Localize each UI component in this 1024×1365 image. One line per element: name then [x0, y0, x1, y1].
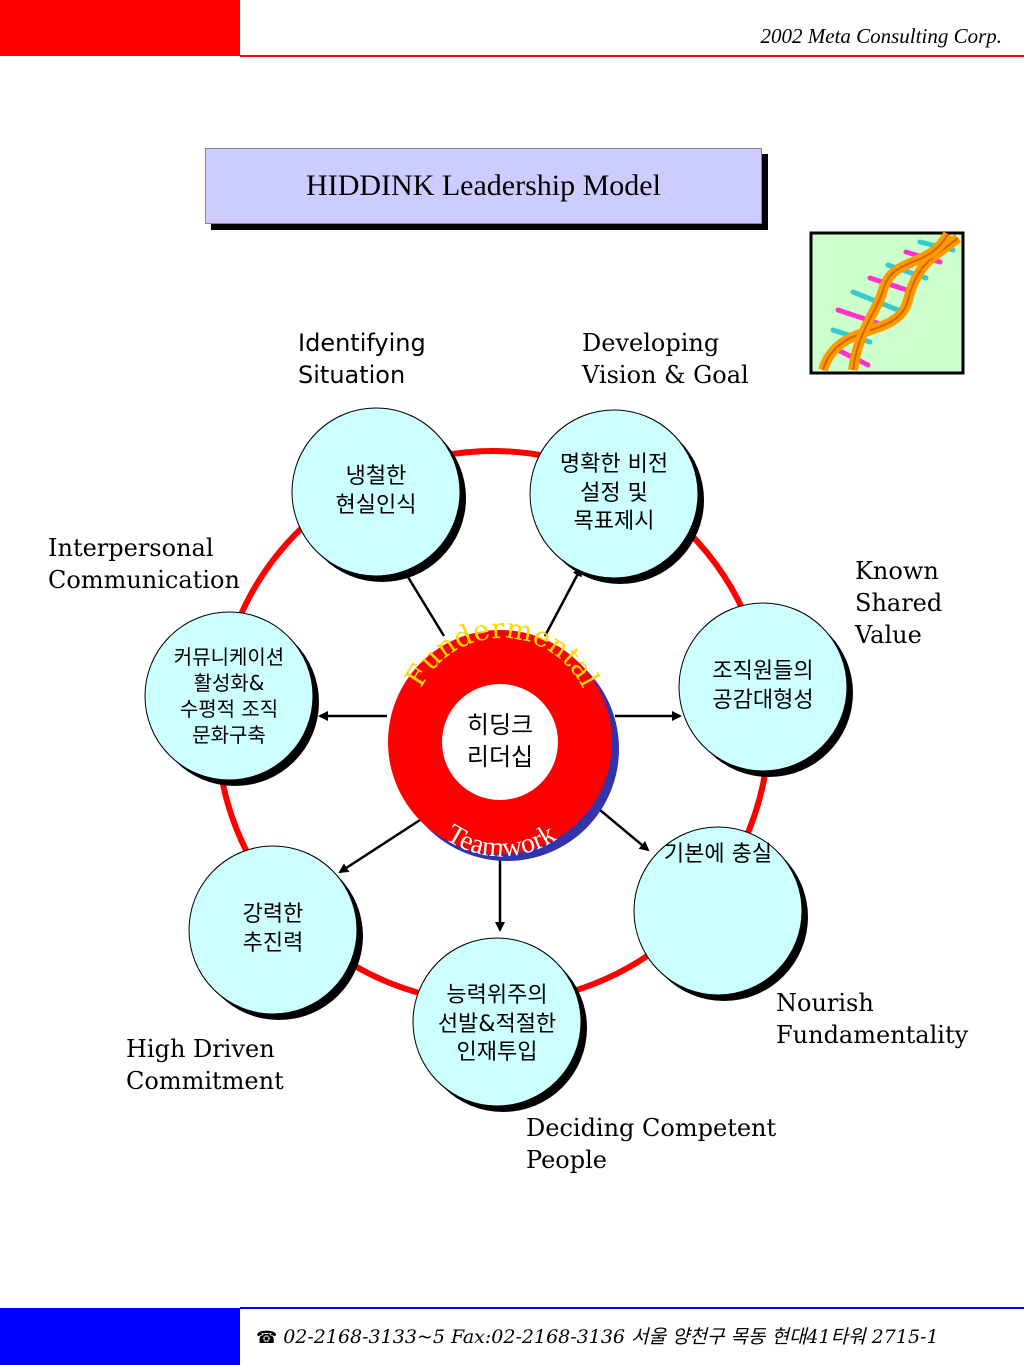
header-red-block — [0, 0, 240, 56]
node-circle-shared-value — [678, 602, 848, 772]
footer-contact-text: 02-2168-3133~5 Fax:02-2168-3136 서울 양천구 목… — [283, 1326, 939, 1348]
node-circle-competent-people — [412, 937, 582, 1107]
footer-blue-block — [0, 1308, 240, 1365]
node-text-competent-people: 능력위주의 선발&적절한 인재투입 — [437, 983, 557, 1066]
node-text-communication: 커뮤니케이션 활성화& 수평적 조직 문화구축 — [173, 645, 285, 747]
page-title: HIDDINK Leadership Model — [205, 148, 762, 224]
dna-clipart-icon — [809, 231, 965, 375]
node-text-fundamentality: 기본에 충실 — [663, 842, 773, 867]
arrow-to-vision — [543, 566, 583, 637]
label-commitment: High Driven Commitment — [126, 1035, 284, 1095]
label-fundamentality: Nourish Fundamentality — [776, 989, 969, 1049]
phone-icon: ☎ — [256, 1328, 278, 1348]
center-core — [442, 684, 558, 800]
node-circles — [144, 407, 853, 1112]
label-competent-people: Deciding Competent People — [526, 1114, 777, 1174]
node-circle-fundamentality — [633, 826, 803, 996]
node-text-commitment: 강력한 추진력 — [242, 902, 304, 956]
node-text-shared-value: 조직원들의 공감대형성 — [712, 659, 814, 713]
label-communication: Interpersonal Communication — [48, 534, 240, 594]
label-vision: Developing Vision & Goal — [582, 329, 749, 389]
company-name: 2002 Meta Consulting Corp. — [760, 24, 1002, 48]
arrow-to-fundamentality — [593, 804, 650, 852]
header-divider — [240, 55, 1024, 57]
label-situation: Identifying Situation — [298, 329, 426, 389]
arrow-to-commitment — [338, 818, 421, 874]
label-shared-value: Known Shared Value — [855, 557, 943, 649]
footer-contact: ☎02-2168-3133~5 Fax:02-2168-3136 서울 양천구 … — [256, 1322, 939, 1349]
node-text-situation: 냉철한 현실인식 — [335, 464, 417, 518]
footer-divider — [240, 1307, 1024, 1309]
node-circle-commitment — [188, 845, 358, 1015]
center-label: 히딩크 리더십 — [466, 710, 534, 771]
node-circle-communication — [144, 611, 314, 781]
node-circle-situation — [291, 407, 461, 577]
node-circle-vision — [529, 409, 699, 579]
node-text-vision: 명확한 비전 설정 및 목표제시 — [559, 452, 669, 535]
